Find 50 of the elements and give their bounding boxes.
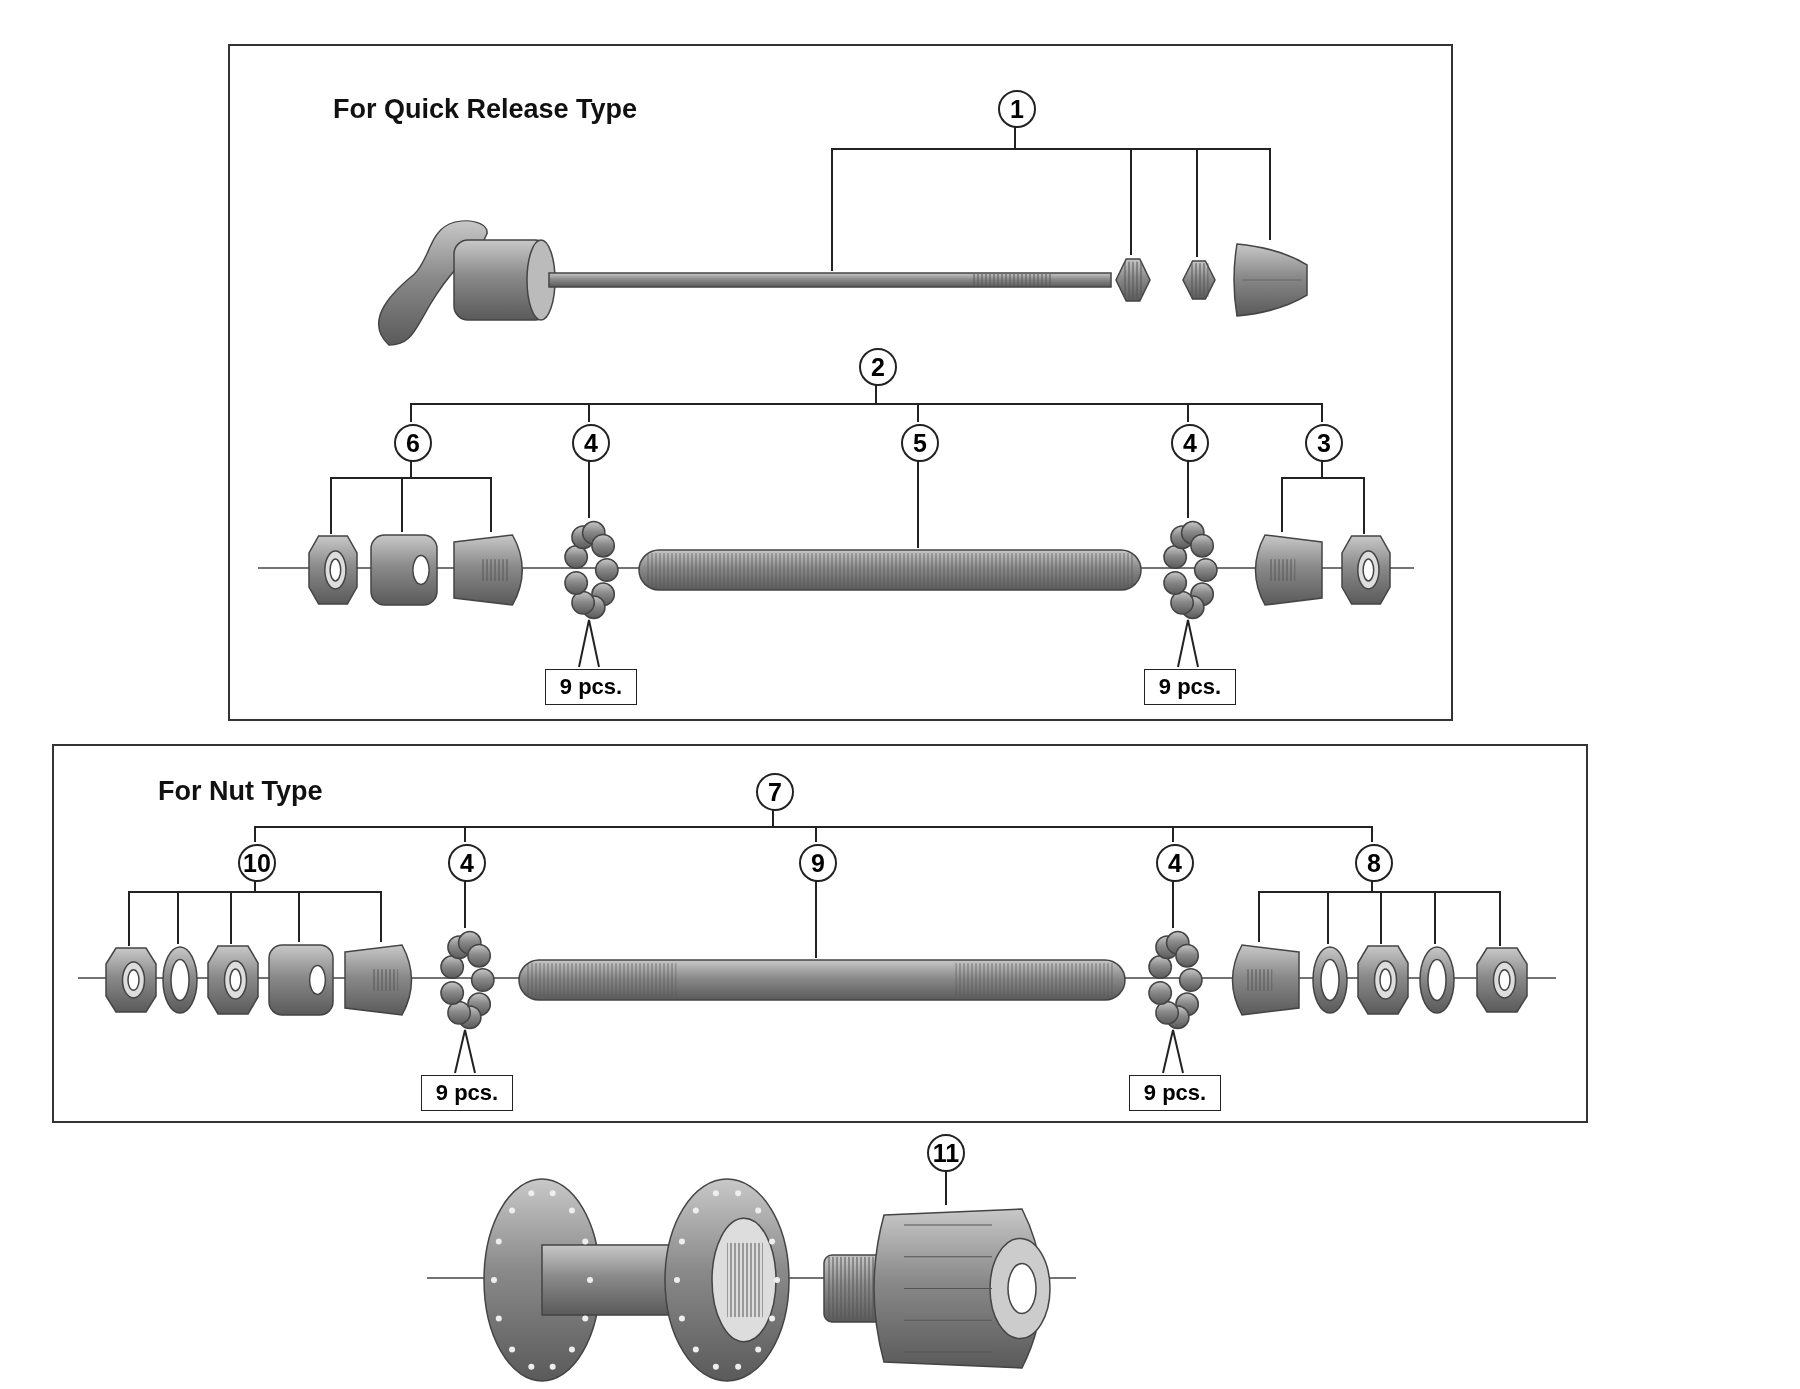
ball-bearing-drawing bbox=[563, 520, 619, 620]
callout-number: 4 bbox=[1171, 424, 1209, 462]
lock-nut-drawing bbox=[208, 946, 258, 1014]
leader-line bbox=[945, 1171, 947, 1206]
lock-nut-drawing bbox=[106, 948, 156, 1012]
leader-line bbox=[464, 879, 466, 929]
section-heading: For Quick Release Type bbox=[333, 94, 638, 125]
spacer-drawing bbox=[268, 944, 334, 1016]
quantity-label: 9 pcs. bbox=[421, 1075, 513, 1111]
ball-bearing-drawing bbox=[1162, 520, 1218, 620]
quantity-label: 9 pcs. bbox=[1129, 1075, 1221, 1111]
callout-number: 1 bbox=[998, 90, 1036, 128]
lock-nut-drawing bbox=[1358, 946, 1408, 1014]
callout-number: 4 bbox=[448, 844, 486, 882]
section-panel bbox=[228, 44, 1453, 721]
axle-drawing bbox=[639, 550, 1141, 590]
washer-drawing bbox=[1419, 946, 1455, 1014]
callout-number: 6 bbox=[394, 424, 432, 462]
ball-bearing-drawing bbox=[439, 930, 495, 1030]
section-heading: For Nut Type bbox=[158, 776, 323, 807]
spring-drawing bbox=[1183, 259, 1215, 301]
lock-nut-drawing bbox=[1342, 536, 1390, 604]
quantity-label: 9 pcs. bbox=[545, 669, 637, 705]
lock-nut-drawing bbox=[309, 536, 357, 604]
skewer-nut-drawing bbox=[1233, 242, 1311, 318]
ball-bearing-drawing bbox=[1147, 930, 1203, 1030]
spacer-drawing bbox=[370, 534, 438, 606]
leader-line bbox=[588, 459, 590, 519]
callout-number: 5 bbox=[901, 424, 939, 462]
section-panel bbox=[52, 744, 1588, 1123]
washer-drawing bbox=[162, 946, 198, 1014]
callout-number: 4 bbox=[1156, 844, 1194, 882]
spring-drawing bbox=[1116, 257, 1150, 303]
leader-line bbox=[1172, 879, 1174, 929]
callout-number: 10 bbox=[238, 844, 276, 882]
callout-number: 11 bbox=[927, 1134, 965, 1172]
axle-drawing bbox=[519, 960, 1125, 1000]
leader-line bbox=[815, 879, 817, 959]
lock-nut-drawing bbox=[1477, 948, 1527, 1012]
quantity-label: 9 pcs. bbox=[1144, 669, 1236, 705]
callout-number: 4 bbox=[572, 424, 610, 462]
leader-line bbox=[1187, 459, 1189, 519]
leader-line bbox=[917, 459, 919, 549]
hub-shell-drawing bbox=[482, 1177, 792, 1383]
callout-number: 7 bbox=[756, 773, 794, 811]
washer-drawing bbox=[1312, 946, 1348, 1014]
callout-number: 8 bbox=[1355, 844, 1393, 882]
callout-number: 2 bbox=[859, 348, 897, 386]
callout-number: 3 bbox=[1305, 424, 1343, 462]
callout-number: 9 bbox=[799, 844, 837, 882]
